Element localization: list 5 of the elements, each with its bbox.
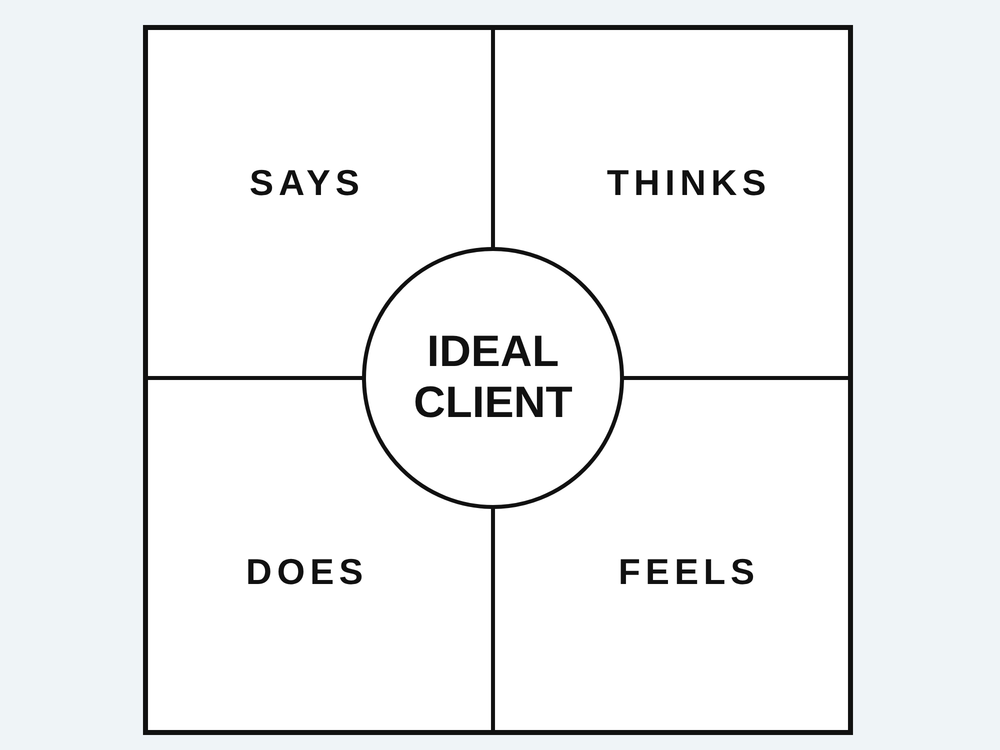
quadrant-label: SAYS <box>250 163 364 203</box>
quadrant-label: THINKS <box>606 163 772 203</box>
quadrant-label: FEELS <box>618 552 760 592</box>
quadrant-label: DOES <box>246 552 368 592</box>
circle-label: IDEAL CLIENT <box>414 327 572 429</box>
